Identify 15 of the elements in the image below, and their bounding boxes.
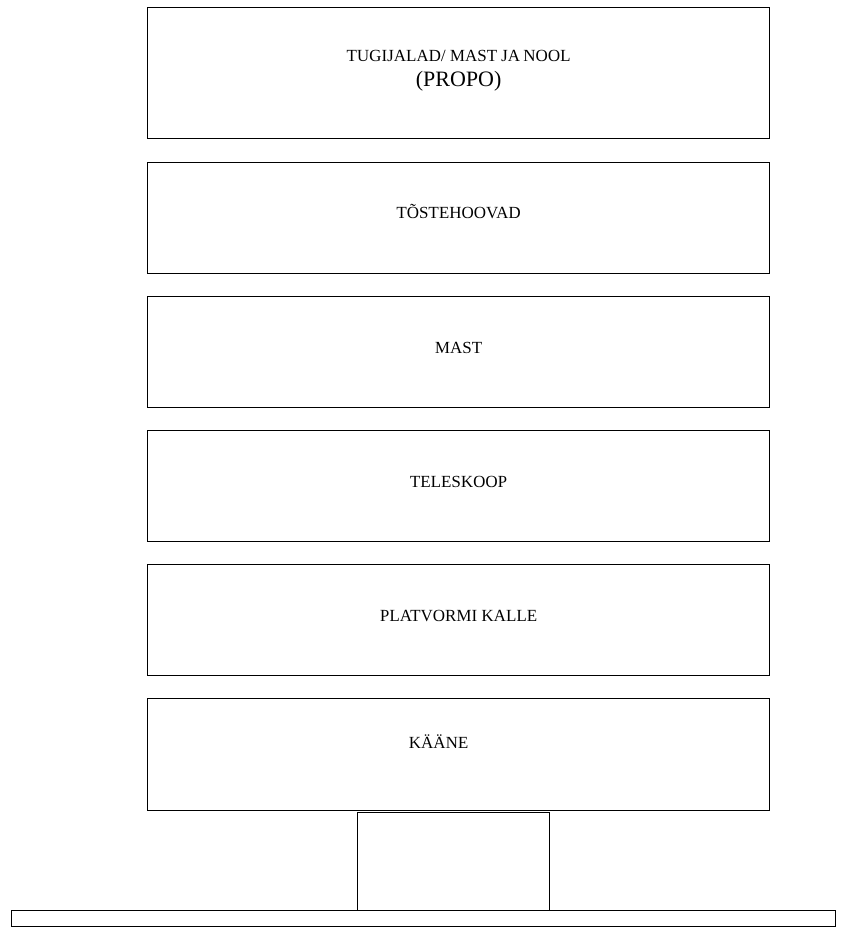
box-label: TUGIJALAD/ MAST JA NOOL	[346, 46, 570, 66]
box-label: MAST	[434, 338, 482, 358]
label-box	[147, 564, 770, 676]
label-box	[147, 430, 770, 542]
box-label: TELESKOOP	[410, 472, 508, 492]
box-label: TÕSTEHOOVAD	[396, 202, 521, 224]
label-box	[147, 296, 770, 408]
box-label: PLATVORMI KALLE	[380, 606, 538, 626]
subtitle-text: (PROPO)	[416, 66, 502, 92]
empty-box	[357, 812, 550, 911]
label-box	[147, 698, 770, 811]
empty-box	[11, 910, 836, 927]
label-box	[147, 162, 770, 274]
label-box	[147, 7, 770, 139]
box-label: KÄÄNE	[408, 733, 468, 754]
